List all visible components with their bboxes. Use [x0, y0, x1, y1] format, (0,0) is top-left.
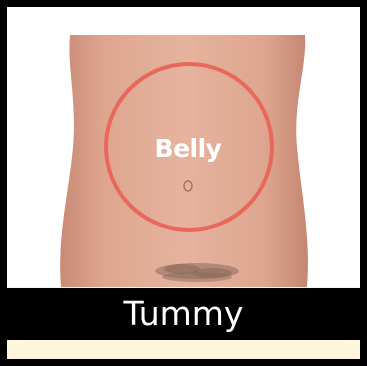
caption-text: Tummy — [124, 294, 244, 333]
caption-bar: Tummy — [7, 288, 360, 340]
abdomen-illustration: Belly — [7, 7, 360, 287]
belly-label: Belly — [138, 134, 238, 163]
pubic-hair — [155, 263, 239, 282]
